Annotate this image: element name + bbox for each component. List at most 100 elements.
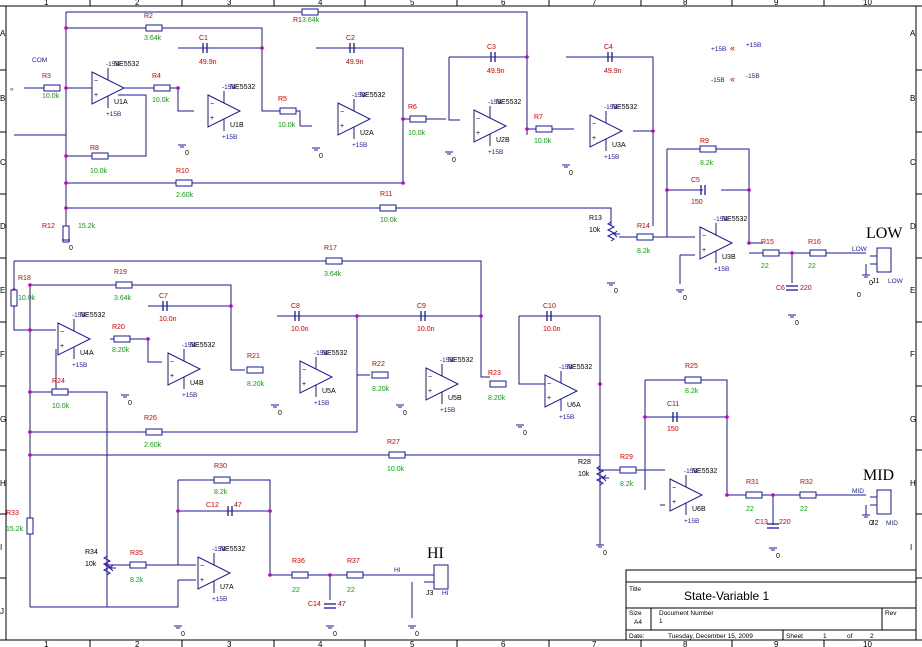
opamp-part: NE5532 xyxy=(722,216,747,223)
row-label: B xyxy=(910,94,915,103)
opamp-pos-supply: +15B xyxy=(106,111,121,118)
mid-net-label: MID xyxy=(852,488,864,495)
opamp-pos-supply: +15B xyxy=(314,400,329,407)
col-label: 10 xyxy=(863,0,872,7)
resistor-value: 22 xyxy=(808,263,816,270)
capacitor-ref: C9 xyxy=(417,303,426,310)
junction-dot xyxy=(28,283,32,287)
opamp-part: NE5532 xyxy=(190,342,215,349)
resistor-ref: R12 xyxy=(42,223,55,230)
opamp-ref: U4B xyxy=(190,380,204,387)
junction-dot xyxy=(651,129,655,133)
opamp-neg-supply: -15B xyxy=(488,99,502,106)
ground-icon: 0 xyxy=(121,394,132,407)
col-label: 9 xyxy=(774,0,779,7)
ground-zero-label: 0 xyxy=(181,631,185,638)
plus-pin-icon: + xyxy=(428,388,432,395)
opamp-pos-supply: +15B xyxy=(440,407,455,414)
opamp-ref: U7A xyxy=(220,584,234,591)
resistor-value: 22 xyxy=(761,263,769,270)
title-block: Title State-Variable 1 Size A4 Document … xyxy=(625,569,917,641)
row-label: G xyxy=(0,415,6,424)
junction-dot xyxy=(525,55,529,59)
resistor-ref: R19 xyxy=(114,269,127,276)
col-label: 6 xyxy=(501,0,506,7)
opamp-pos-supply: +15B xyxy=(604,154,619,161)
opamp-pos-supply: +15B xyxy=(72,362,87,369)
opamp-part: NE5532 xyxy=(567,364,592,371)
opamp-neg-supply: -15B xyxy=(314,350,328,357)
opamp-part: NE5532 xyxy=(114,61,139,68)
sheet-label: Sheet xyxy=(786,633,803,640)
junction-dot xyxy=(771,493,775,497)
resistor-value: 10.0k xyxy=(387,466,405,473)
date-label: Date: xyxy=(629,633,645,640)
col-label: 9 xyxy=(774,640,779,647)
opamp-neg-supply: -15B xyxy=(604,104,618,111)
com-label: COM xyxy=(32,57,47,64)
junction-dot xyxy=(525,127,529,131)
capacitor-value: 47 xyxy=(234,502,242,509)
opamp-neg-supply: -15B xyxy=(559,364,573,371)
capacitor-value: 10.0n xyxy=(291,326,309,333)
junction-dot xyxy=(260,46,264,50)
capacitor-ref: C7 xyxy=(159,293,168,300)
capacitor-value: 10.0n xyxy=(159,316,177,323)
resistor-ref: R1 xyxy=(293,17,302,24)
capacitor-value: 10.0n xyxy=(543,326,561,333)
ground-zero-label: 0 xyxy=(333,631,337,638)
resistor-ref: R7 xyxy=(534,114,543,121)
opamp-pos-supply: +15B xyxy=(714,266,729,273)
minus-pin-icon: − xyxy=(340,109,344,116)
plus-pin-icon: + xyxy=(60,343,64,350)
resistor-value: 10.0k xyxy=(380,217,398,224)
junction-dot xyxy=(328,573,332,577)
capacitor-value: 10.0n xyxy=(417,326,435,333)
plus-pin-icon: + xyxy=(94,92,98,99)
ground-zero-label: 0 xyxy=(683,295,687,302)
wire-net xyxy=(13,11,866,608)
col-label: 2 xyxy=(135,0,140,7)
opamp-pos-supply: +15B xyxy=(488,149,503,156)
capacitor-ref: C3 xyxy=(487,44,496,51)
ground-zero-label: 0 xyxy=(776,553,780,560)
capacitor-ref: C14 xyxy=(308,601,321,608)
opamp-ref: U5A xyxy=(322,388,336,395)
junction-dot xyxy=(28,328,32,332)
power-net-label: -15B xyxy=(711,77,725,84)
opamp-neg-supply: -15B xyxy=(72,312,86,319)
capacitor-ref: C1 xyxy=(199,35,208,42)
ground-zero-label: 0 xyxy=(185,150,189,157)
ground-icon: 0 xyxy=(769,547,780,560)
resistor-value: 10.0k xyxy=(408,130,426,137)
opamp-part: NE5532 xyxy=(230,84,255,91)
ground-zero-label: 0 xyxy=(403,410,407,417)
junction-dot xyxy=(479,314,483,318)
row-label: I xyxy=(0,543,2,552)
junction-dot xyxy=(268,509,272,513)
low-net-label: LOW xyxy=(852,246,868,253)
col-label: 7 xyxy=(592,640,597,647)
plus-pin-icon: + xyxy=(170,373,174,380)
j1-pin-label: LOW xyxy=(888,278,904,285)
size-label: Size xyxy=(629,610,642,617)
plus-pin-icon: + xyxy=(702,247,706,254)
resistor-r9: R98.2k xyxy=(699,138,717,167)
resistor-ref: R36 xyxy=(292,558,305,565)
ground-zero-label: 0 xyxy=(128,400,132,407)
of-label: of xyxy=(847,633,853,640)
opamp-ref: U2A xyxy=(360,130,374,137)
